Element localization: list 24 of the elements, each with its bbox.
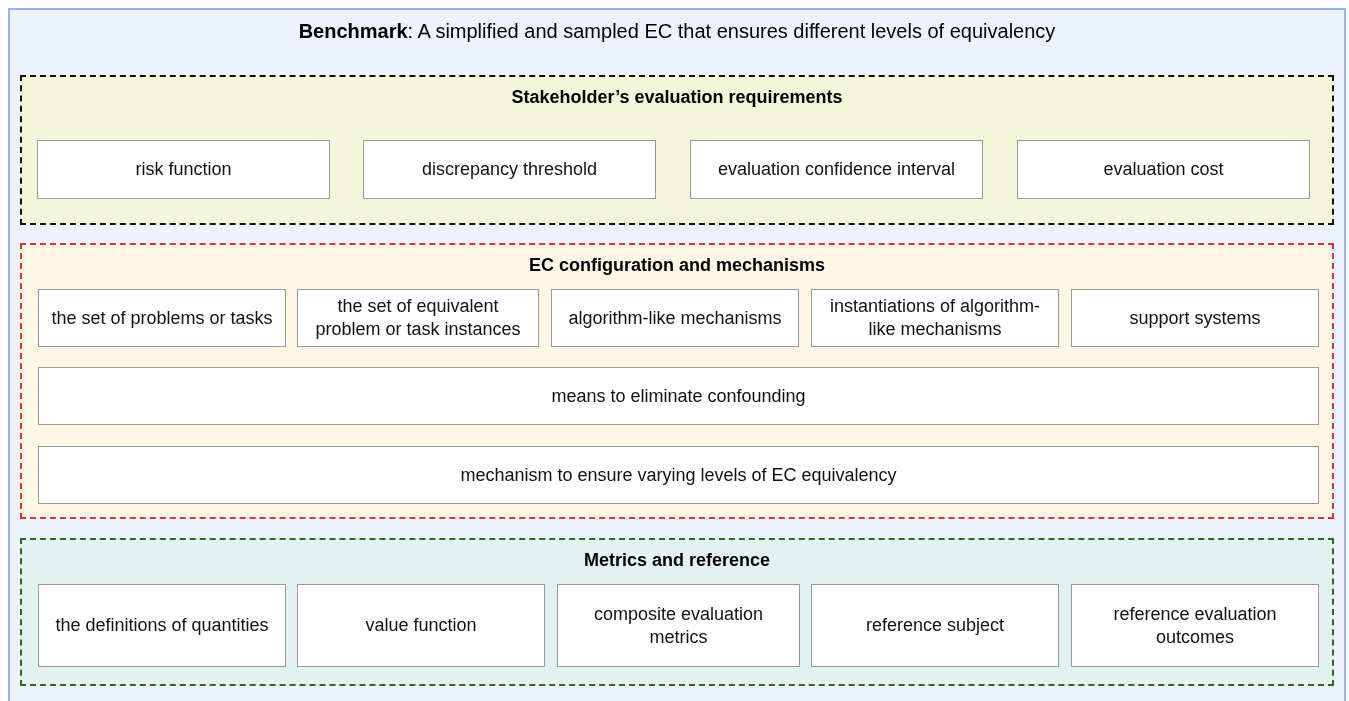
item-card: algorithm-like mechanisms — [551, 289, 799, 347]
item-card: means to eliminate confounding — [38, 367, 1319, 425]
item-card: reference evaluation outcomes — [1071, 584, 1319, 667]
group-panel — [20, 75, 1334, 225]
item-card: evaluation cost — [1017, 140, 1310, 199]
item-card: value function — [297, 584, 545, 667]
group-panel — [20, 243, 1334, 519]
item-card: the definitions of quantities — [38, 584, 286, 667]
item-card: risk function — [37, 140, 330, 199]
item-card: instantiations of algorithm-like mechanisms — [811, 289, 1059, 347]
group-heading: Stakeholder’s evaluation requirements — [511, 87, 843, 108]
group-heading: Benchmark: A simplified and sampled EC that ensures different levels of equivalency — [298, 20, 1056, 43]
outer-panel — [8, 8, 1346, 701]
item-card: discrepancy threshold — [363, 140, 656, 199]
item-card: mechanism to ensure varying levels of EC equivalency — [38, 446, 1319, 504]
item-card: composite evaluation metrics — [557, 584, 800, 667]
item-card: the set of equivalent problem or task instances — [297, 289, 539, 347]
item-card: the set of problems or tasks — [38, 289, 286, 347]
group-panel — [20, 538, 1334, 686]
item-card: support systems — [1071, 289, 1319, 347]
group-heading: EC configuration and mechanisms — [528, 255, 826, 276]
item-card: reference subject — [811, 584, 1059, 667]
group-heading: Metrics and reference — [583, 550, 771, 571]
item-card: evaluation confidence interval — [690, 140, 983, 199]
